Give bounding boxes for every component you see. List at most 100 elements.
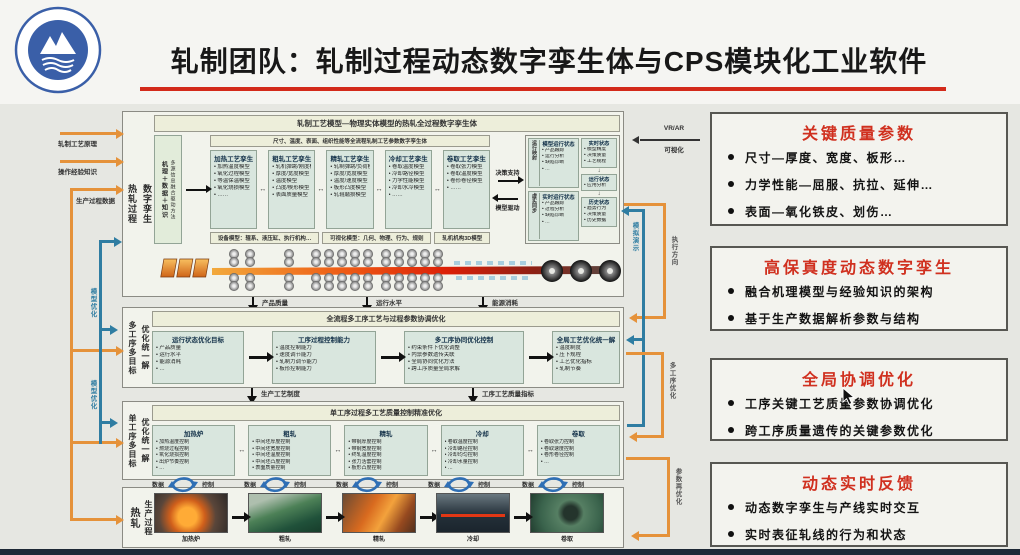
- info-box-title: 全局协调优化: [801, 372, 916, 389]
- right-arrow-icon: [116, 346, 124, 356]
- right-arrow-icon: [116, 185, 124, 195]
- param-loop-bottom: [639, 534, 670, 537]
- model-opt-branch-coord: [102, 328, 110, 331]
- state-box-running: 运行状态 应用分析: [581, 173, 617, 191]
- data-branch-single: [73, 441, 116, 444]
- flow-arrow-level: 运行水平: [362, 297, 402, 313]
- multi-loop-top: [626, 352, 664, 355]
- twin-box-finishing: 精轧工艺孪生 轧制弹跳/负荷模型厚度/宽度模型温度/速度模型板形凸度模型轧辊磨损…: [326, 150, 374, 229]
- bullet-item: 动态数字孪生与产线实时交互: [712, 499, 1006, 516]
- bullet-item: 表面—氧化铁皮、划伤…: [712, 203, 1006, 220]
- sim-line-top: [629, 209, 642, 212]
- param-loop-top: [626, 457, 670, 460]
- right-arrow-icon: [110, 418, 118, 428]
- right-arrow-icon: [514, 512, 533, 522]
- bullet-dot-icon: [728, 208, 734, 214]
- real-run-box: 虚实同步 实时运行状态 产品跟踪过程分析缺陷诊断…: [528, 191, 579, 241]
- cycle-arrows-icon: [260, 477, 291, 493]
- down-arrow-icon: ↓: [597, 190, 601, 197]
- single-box-furnace: 加热炉 加热温度控制燃烧过程控制氧化烧损控制出炉节奏控制…: [152, 425, 236, 476]
- bottom-edge-bar: [0, 549, 1020, 555]
- left-arrow-icon: [632, 136, 639, 144]
- data-control-loop: 数据 控制: [244, 474, 306, 494]
- state-box-history: 历史状态 趋势行为决策质量历史数据: [581, 196, 617, 227]
- bullet-dot-icon: [728, 427, 734, 433]
- param-loop-right: [667, 457, 670, 537]
- right-arrow-icon: [249, 352, 274, 362]
- two-way-arrow-icon: [376, 186, 383, 193]
- coord-box-multi: 多工序协同优化控制 约束条件下优化调整内禀参数遗传关联全局协同优化方法跨工序质量…: [404, 331, 524, 384]
- data-bus-line: [70, 188, 73, 521]
- twin-banner: 轧制工艺模型—物理实体模型的热轧全过程数字孪生体: [154, 115, 620, 132]
- bullet-dot-icon: [728, 181, 734, 187]
- exec-loop-top: [624, 203, 666, 206]
- single-box-finishing: 精轧 带钢厚度控制带钢宽度控制终轧温度控制张力活套控制板形凸度控制: [344, 425, 428, 476]
- info-box-global-opt: 全局协调优化 工序关键工艺质量参数协调优化跨工序质量遗传的关键参数优化: [710, 358, 1008, 441]
- single-box-coiling: 卷取 卷取张力控制卷取速度控制卷形卷径控制…: [536, 425, 621, 476]
- sim-line: [642, 209, 645, 427]
- mouse-cursor-icon: [842, 387, 856, 406]
- multi-process-opt-label: 多工序优化: [668, 362, 675, 400]
- state-box-realtime: 实时状态 模型精度决策质量工艺规程: [581, 138, 617, 168]
- exec-loop-right: [663, 203, 666, 319]
- model-opt-branch-single: [102, 421, 110, 424]
- down-arrow-icon: ↓: [597, 167, 601, 174]
- photo-coiler: 卷取: [530, 492, 604, 543]
- data-branch-production: [73, 518, 116, 521]
- cycle-arrows-icon: [168, 477, 199, 493]
- right-arrow-icon: [114, 237, 122, 247]
- photo-finishing-mill: 精轧: [342, 492, 416, 543]
- cycle-arrows-icon: [538, 477, 569, 493]
- rolling-line-graphic: [160, 249, 621, 291]
- bullet-dot-icon: [728, 400, 734, 406]
- bullet-item: 力学性能—屈服、抗拉、延伸…: [712, 176, 1006, 193]
- info-box-fidelity-twin: 高保真度动态数字孪生 融合机理模型与经验知识的架构基于生产数据解析参数与结构: [710, 246, 1008, 331]
- left-arrow-icon: [621, 206, 629, 216]
- twin-box-roughing: 粗轧工艺孪生 轧机弹跳/刚度模型厚度/宽度模型温度模型凸度/楔形模型表面质量模型: [268, 150, 316, 229]
- model-opt-top: [102, 240, 116, 243]
- right-arrow-icon: [381, 352, 406, 362]
- bullet-item: 实时表征轧线的行为和状态: [712, 526, 1006, 543]
- bullet-item: 尺寸—厚度、宽度、板形…: [712, 149, 1006, 166]
- twin-side-label: 热轧过程 数字孪生: [127, 184, 152, 224]
- right-arrow-icon: [326, 512, 345, 522]
- vr-viz-label: 可视化: [664, 147, 684, 154]
- multi-loop-bottom: [637, 435, 664, 438]
- cycle-arrows-icon: [352, 477, 383, 493]
- out-arrow-process: 生产工艺制度: [247, 388, 300, 404]
- input-label-data: 生产过程数据: [76, 198, 115, 205]
- fusion-arrow: [186, 185, 212, 193]
- single-banner: 单工序过程多工艺质量控制精准优化: [152, 405, 620, 421]
- left-arrow-icon: [629, 432, 637, 442]
- right-arrow-icon: [110, 325, 118, 335]
- production-section: 热轧 生产过程 加热炉 粗轧 精轧 冷却 卷取: [122, 487, 624, 548]
- coord-side-label: 多工序多目标 优化统一解: [128, 320, 150, 375]
- input-label-knowledge: 操作经验知识: [58, 169, 97, 176]
- twin-box-coiling: 卷取工艺孪生 卷取张力模型卷取温度模型卷形卷径模型……: [442, 150, 491, 229]
- device-model-strip: 设备模型：辊系、液压缸、执行机构…: [210, 232, 320, 244]
- bullet-item: 跨工序质量遗传的关键参数优化: [712, 422, 1006, 439]
- digital-twin-section: 热轧过程 数字孪生 轧制工艺模型—物理实体模型的热轧全过程数字孪生体 机理＋数据…: [122, 111, 624, 297]
- coord-box-global: 全局工艺优化统一解 温度制度压下规程工艺优化指标轧制节奏: [552, 331, 620, 384]
- data-control-loop: 数据 控制: [152, 474, 214, 494]
- model-opt-label-1: 模型优化: [89, 288, 96, 318]
- data-branch-coord: [73, 349, 116, 352]
- twin-box-heating: 加热工艺孪生 加热温度模型氧化过程模型等温保温模型氧化烧损模型……: [210, 150, 258, 229]
- fusion-box: 机理＋数据＋知识 多源信息融合驱动方法: [154, 135, 182, 244]
- multi-loop-right: [661, 352, 664, 438]
- visual-model-strip: 可视化模型：几何、物理、行为、规则: [322, 232, 432, 244]
- run-state-panel: 运行映射 模型运行状态 产品跟踪运行分析缺陷诊断… 虚实同步 实时运行状态 产品…: [525, 135, 620, 244]
- decision-right-arrow: [497, 176, 524, 184]
- cycle-arrows-icon: [444, 477, 475, 493]
- coord-box-goals: 运行状态优化目标 产品质量运行水平能源消耗…: [152, 331, 244, 384]
- input-line-knowledge: [60, 160, 116, 163]
- exec-direction-label: 执行方向: [670, 236, 677, 266]
- data-control-loop: 数据 控制: [336, 474, 398, 494]
- bullet-dot-icon: [728, 504, 734, 510]
- bullet-dot-icon: [728, 531, 734, 537]
- info-box-title: 动态实时反馈: [801, 476, 916, 493]
- data-control-loop: 数据 控制: [428, 474, 490, 494]
- right-arrow-icon: [529, 352, 554, 362]
- bullet-dot-icon: [728, 288, 734, 294]
- mech-3d-strip: 轧机机构3D模型: [434, 232, 490, 244]
